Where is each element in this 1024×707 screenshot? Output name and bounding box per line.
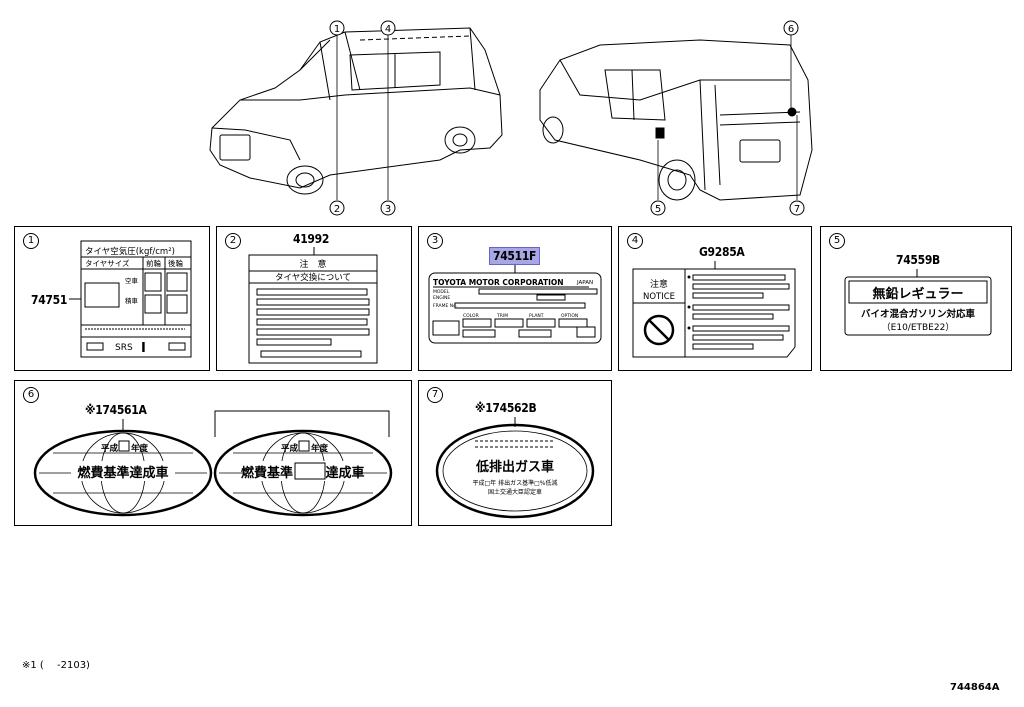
caution-label-drawing: 注 意 タイヤ交換について bbox=[248, 247, 378, 364]
rear-car-body bbox=[539, 39, 813, 201]
svg-text:6: 6 bbox=[788, 24, 794, 35]
svg-text:（E10/ETBE22）: （E10/ETBE22） bbox=[882, 322, 955, 333]
svg-text:JAPAN: JAPAN bbox=[576, 280, 593, 286]
panel-3-vehicle-id-plate[interactable]: 3 74511F TOYOTA MOTOR CORPORATION JAPAN … bbox=[418, 226, 612, 371]
panel-number: 1 bbox=[23, 233, 39, 249]
svg-text:バイオ混合ガソリン対応車: バイオ混合ガソリン対応車 bbox=[861, 308, 976, 320]
svg-text:平成□年 排出ガス基準□%低減: 平成□年 排出ガス基準□%低減 bbox=[473, 479, 558, 487]
part-number[interactable]: 41992 bbox=[293, 232, 330, 246]
part-number[interactable]: G9285A bbox=[699, 245, 745, 259]
svg-text:TOYOTA MOTOR CORPORATION: TOYOTA MOTOR CORPORATION bbox=[433, 278, 564, 287]
low-emission-drawing: 低排出ガス車 平成□年 排出ガス基準□%低減 国土交通大臣認定車 bbox=[435, 417, 595, 519]
callout-1: 1 bbox=[329, 20, 345, 36]
svg-text:空車: 空車 bbox=[125, 276, 139, 285]
panel-6-fuel-economy-labels[interactable]: 6 ※174561A 平成 年度 燃費基準達成車 平成 bbox=[14, 380, 412, 526]
svg-text:無鉛レギュラー: 無鉛レギュラー bbox=[872, 286, 963, 302]
panel-number: 6 bbox=[23, 387, 39, 403]
part-number[interactable]: 74559B bbox=[896, 253, 940, 267]
callout-4: 4 bbox=[380, 20, 396, 36]
footnote: ※1 ( -2103) bbox=[22, 660, 90, 671]
callout-7: 7 bbox=[789, 200, 805, 216]
diagram-id: 744864A bbox=[950, 682, 1000, 693]
svg-text:積車: 積車 bbox=[125, 296, 139, 305]
svg-text:PLANT: PLANT bbox=[529, 313, 544, 319]
fuel-label-drawing: 無鉛レギュラー バイオ混合ガソリン対応車 （E10/ETBE22） bbox=[844, 269, 992, 336]
tire-label-drawing: タイヤ空気圧(kgf/cm²) タイヤサイズ 前輪 後輪 空車 積車 SRS I bbox=[69, 240, 192, 358]
svg-text:タイヤ交換について: タイヤ交換について bbox=[275, 272, 351, 283]
svg-text:TRIM: TRIM bbox=[496, 313, 508, 319]
svg-text:低排出ガス車: 低排出ガス車 bbox=[475, 459, 554, 475]
callout-3: 3 bbox=[380, 200, 396, 216]
panel-7-low-emission-label[interactable]: 7 ※174562B 低排出ガス車 平成□年 排出ガス基準□%低減 国土交通大臣… bbox=[418, 380, 612, 526]
panel-number: 5 bbox=[829, 233, 845, 249]
panel-number: 2 bbox=[225, 233, 241, 249]
panel-4-notice-label[interactable]: 4 G9285A 注意 NOTICE bbox=[618, 226, 812, 371]
panel-5-fuel-label[interactable]: 5 74559B 無鉛レギュラー バイオ混合ガソリン対応車 （E10/ETBE2… bbox=[820, 226, 1012, 371]
svg-text:タイヤサイズ: タイヤサイズ bbox=[85, 258, 130, 268]
part-number[interactable]: ※174562B bbox=[475, 401, 537, 415]
svg-text:燃費基準達成車: 燃費基準達成車 bbox=[77, 465, 168, 481]
svg-text:後輪: 後輪 bbox=[168, 258, 183, 268]
svg-text:注 意: 注 意 bbox=[299, 258, 326, 270]
svg-text:ENGINE: ENGINE bbox=[433, 295, 450, 301]
svg-text:前輪: 前輪 bbox=[146, 258, 161, 268]
part-number[interactable]: ※174561A bbox=[85, 403, 147, 417]
callout-5: 5 bbox=[650, 200, 666, 216]
panel-number: 3 bbox=[427, 233, 443, 249]
part-number-highlighted[interactable]: 74511F bbox=[489, 247, 541, 265]
svg-text:3: 3 bbox=[385, 204, 391, 215]
notice-label-drawing: 注意 NOTICE bbox=[632, 261, 796, 358]
fuel-economy-drawing: 平成 年度 燃費基準達成車 平成 年度 燃費基準 達成車 bbox=[33, 410, 393, 517]
svg-text:FRAME No.: FRAME No. bbox=[433, 303, 457, 309]
svg-text:注意: 注意 bbox=[650, 278, 668, 290]
svg-text:国土交通大臣認定車: 国土交通大臣認定車 bbox=[488, 488, 542, 496]
svg-text:1: 1 bbox=[334, 24, 340, 35]
svg-text:達成車: 達成車 bbox=[325, 465, 364, 481]
svg-text:7: 7 bbox=[794, 204, 800, 215]
panel-1-tire-pressure-label[interactable]: 1 74751 タイヤ空気圧(kgf/cm²) タイヤサイズ 前輪 後輪 空車 … bbox=[14, 226, 210, 371]
part-number[interactable]: 74751 bbox=[31, 293, 68, 307]
svg-text:平成: 平成 bbox=[281, 443, 299, 454]
svg-text:4: 4 bbox=[385, 24, 391, 35]
svg-text:燃費基準: 燃費基準 bbox=[241, 465, 293, 481]
svg-text:MODEL: MODEL bbox=[433, 289, 450, 295]
vehicle-illustrations: 1 4 2 3 6 5 7 bbox=[209, 20, 813, 216]
svg-text:年度: 年度 bbox=[131, 443, 149, 454]
svg-text:平成: 平成 bbox=[101, 443, 119, 454]
panel-number: 7 bbox=[427, 387, 443, 403]
svg-text:OPTION: OPTION bbox=[561, 313, 578, 319]
svg-text:SRS: SRS bbox=[115, 343, 133, 353]
svg-text:2: 2 bbox=[334, 204, 340, 215]
id-plate-drawing: TOYOTA MOTOR CORPORATION JAPAN MODEL ENG… bbox=[428, 265, 602, 344]
svg-text:タイヤ空気圧(kgf/cm²): タイヤ空気圧(kgf/cm²) bbox=[85, 246, 175, 257]
svg-text:I: I bbox=[141, 341, 146, 356]
callout-6: 6 bbox=[783, 20, 799, 36]
svg-text:COLOR: COLOR bbox=[463, 313, 479, 319]
svg-text:年度: 年度 bbox=[311, 443, 329, 454]
panel-2-caution-label[interactable]: 2 41992 注 意 タイヤ交換について bbox=[216, 226, 412, 371]
callout-2: 2 bbox=[329, 200, 345, 216]
svg-text:5: 5 bbox=[655, 204, 661, 215]
front-car-body bbox=[209, 27, 503, 189]
panel-number: 4 bbox=[627, 233, 643, 249]
svg-text:NOTICE: NOTICE bbox=[643, 292, 675, 302]
